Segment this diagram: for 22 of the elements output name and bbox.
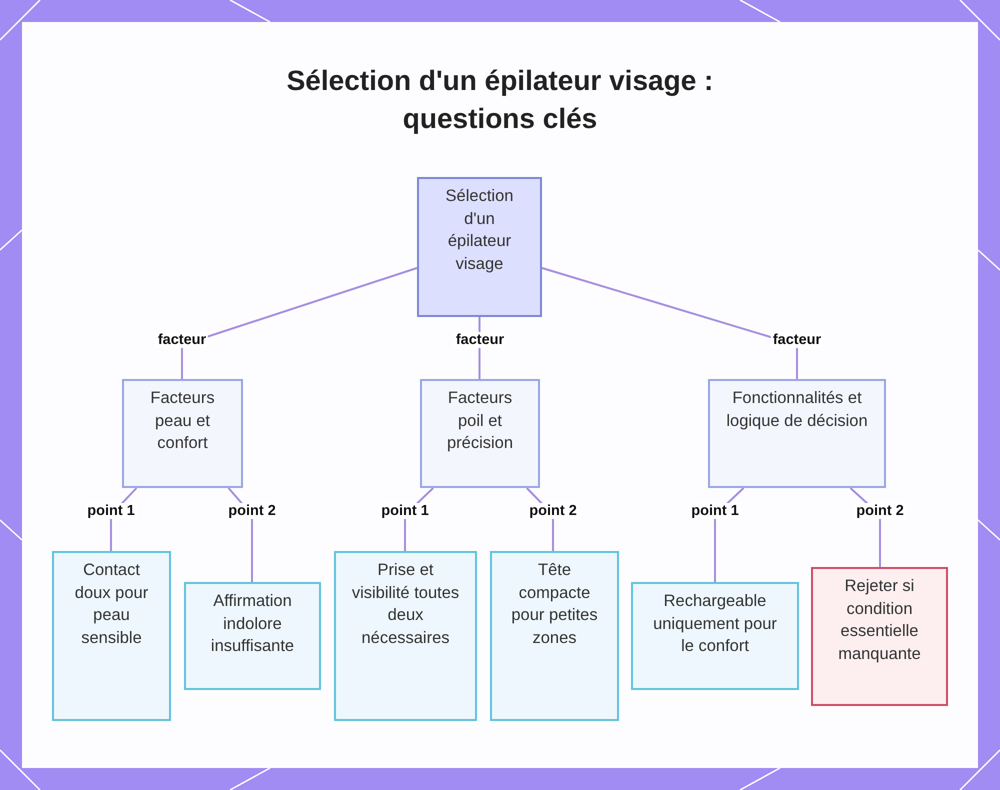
root-box: Sélection d'un épilateur visage [417,177,542,317]
edge-label: point 2 [527,503,579,519]
edge-label: facteur [770,332,824,348]
diagram-title: Sélection d'un épilateur visage : questions clés [286,64,714,136]
leaf-box: Prise et visibilité toutes deux nécessaires [334,551,477,721]
leaf-box: Tête compacte pour petites zones [490,551,619,721]
edge-label: point 2 [226,503,278,519]
edge-label: point 2 [854,503,906,519]
edge-label: point 1 [689,503,741,519]
leaf-box: Contact doux pour peau sensible [52,551,171,721]
connector-line [181,267,418,379]
edge-label: facteur [454,332,506,348]
leaf-box: Affirmation indolore insuffisante [184,582,321,690]
category-box: Facteurs peau et confort [122,379,243,488]
category-box: Fonctionnalités et logique de décision [708,379,886,488]
category-box: Facteurs poil et précision [420,379,540,488]
connector-line [542,267,798,379]
edge-label: point 1 [85,503,137,519]
leaf-box: Rechargeable uniquement pour le confort [631,582,799,690]
warning-box: Rejeter si condition essentielle manquante [811,567,948,706]
edge-label: point 1 [379,503,431,519]
edge-label: facteur [156,332,208,348]
